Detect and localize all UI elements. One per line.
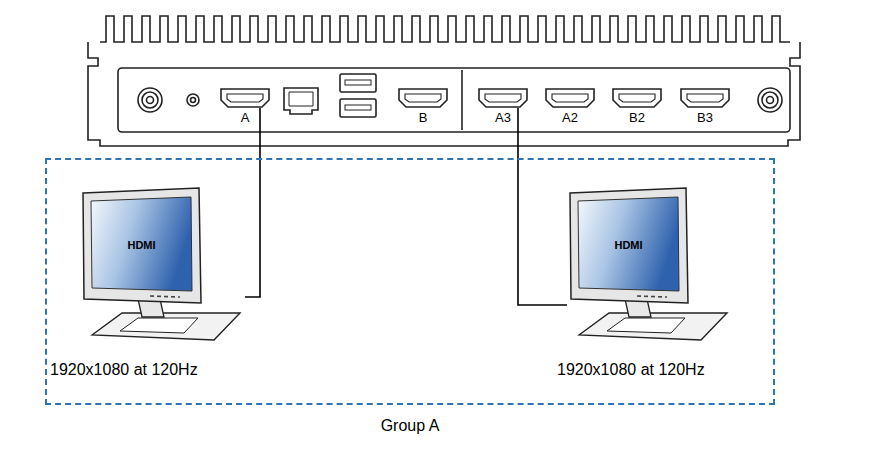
group-heading: Group A bbox=[381, 417, 440, 435]
port-label: A3 bbox=[495, 111, 511, 125]
panel-divider bbox=[461, 70, 463, 130]
port-label: B3 bbox=[697, 111, 713, 125]
hdmi-cable bbox=[245, 108, 260, 297]
cooling-fins bbox=[100, 16, 790, 42]
hdmi-port bbox=[478, 88, 528, 108]
screen-label: HDMI bbox=[92, 201, 191, 289]
io-panel bbox=[118, 68, 790, 132]
hdmi-port: A2 bbox=[545, 88, 595, 108]
rj45-port bbox=[284, 88, 318, 114]
monitor-illustration bbox=[567, 187, 732, 347]
antenna-connector bbox=[758, 88, 782, 112]
hdmi-port bbox=[680, 88, 730, 108]
monitor-illustration bbox=[80, 187, 245, 347]
hdmi-port bbox=[220, 88, 270, 108]
hdmi-port: A bbox=[220, 88, 270, 108]
hdmi-port bbox=[545, 88, 595, 108]
port-label: A bbox=[241, 111, 250, 125]
hdmi-port bbox=[612, 88, 662, 108]
dc-jack bbox=[187, 94, 199, 106]
port-label: B2 bbox=[629, 111, 645, 125]
resolution-label: 1920x1080 at 120Hz bbox=[50, 361, 198, 379]
hdmi-port: B2 bbox=[612, 88, 662, 108]
resolution-label: 1920x1080 at 120Hz bbox=[557, 361, 705, 379]
screen-label: HDMI bbox=[579, 201, 678, 289]
port-label: B bbox=[419, 111, 428, 125]
housing-body bbox=[88, 42, 800, 146]
hdmi-port bbox=[398, 88, 448, 108]
hdmi-cable bbox=[518, 108, 567, 305]
monitor: HDMI bbox=[80, 187, 245, 347]
antenna-connector bbox=[138, 88, 162, 112]
hdmi-port: B bbox=[398, 88, 448, 108]
usb-port bbox=[340, 74, 376, 117]
hdmi-port: B3 bbox=[680, 88, 730, 108]
hdmi-port: A3 bbox=[478, 88, 528, 108]
monitor: HDMI bbox=[567, 187, 732, 347]
port-label: A2 bbox=[562, 111, 578, 125]
